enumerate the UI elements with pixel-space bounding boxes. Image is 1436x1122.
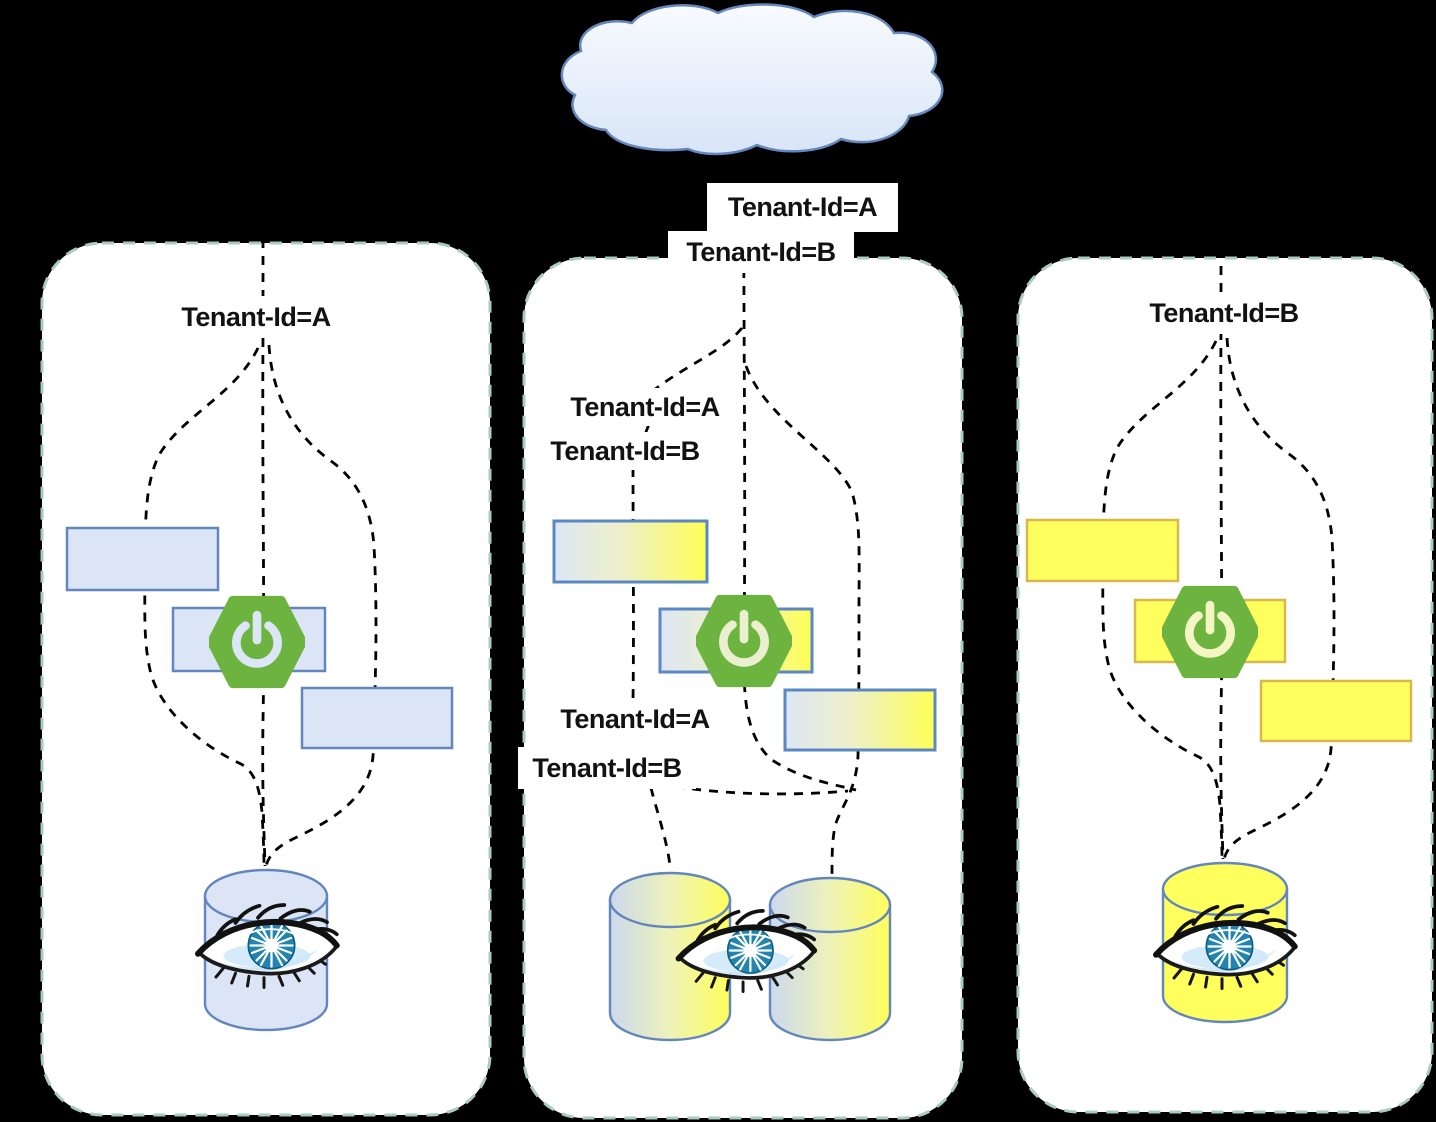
left-panel-title: Tenant-Id=A <box>156 296 356 338</box>
middle-lower-tenant-a-label: Tenant-Id=A <box>546 700 724 738</box>
spring-boot-icon <box>699 600 789 683</box>
right-panel-title: Tenant-Id=B <box>1130 292 1318 334</box>
middle-upper-tenant-a-label: Tenant-Id=A <box>556 388 734 426</box>
component-box <box>300 686 454 750</box>
component-box <box>552 519 709 584</box>
spring-boot-icon <box>212 601 302 684</box>
middle-lower-tenant-b-label: Tenant-Id=B <box>518 747 696 789</box>
gateway-tenant-a-label: Tenant-Id=A <box>707 183 898 232</box>
panel-dedicated-tenant-b <box>1016 256 1434 1114</box>
component-box <box>783 688 937 752</box>
component-box <box>1259 679 1413 743</box>
cloud-icon <box>560 3 944 156</box>
gateway-tenant-b-label: Tenant-Id=B <box>668 231 854 273</box>
middle-upper-tenant-b-label: Tenant-Id=B <box>536 432 714 470</box>
component-box <box>65 526 220 592</box>
spring-boot-icon <box>1165 591 1255 674</box>
component-box <box>1025 518 1180 583</box>
